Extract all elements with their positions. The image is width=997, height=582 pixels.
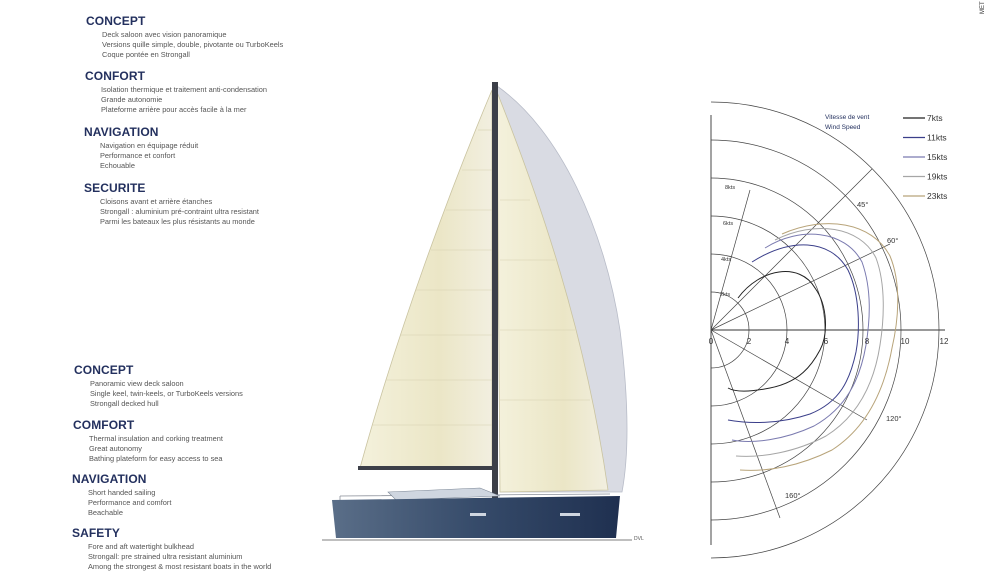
legend-label: 7kts xyxy=(927,113,943,123)
fr-securite-title: SECURITE xyxy=(84,181,146,195)
polar-radial-label: 2kts xyxy=(720,292,730,298)
polar-angle-label: 60° xyxy=(887,236,898,245)
legend-title-en: Wind Speed xyxy=(825,124,861,131)
polar-curves xyxy=(727,223,899,471)
polar-radial-label: 4kts xyxy=(721,257,731,263)
en-concept-section: CONCEPT Panoramic view deck saloon Singl… xyxy=(74,363,243,409)
polar-curve-7kts xyxy=(727,271,826,392)
fr-navigation-item: Performance et confort xyxy=(100,151,176,160)
en-navigation-section: NAVIGATION Short handed sailing Performa… xyxy=(72,472,171,518)
polar-legend: Vitesse de vent Wind Speed 7kts 11kts 15kt… xyxy=(825,113,947,201)
en-concept-item: Strongall decked hull xyxy=(90,399,159,408)
polar-grid-radials xyxy=(710,168,891,519)
en-concept-item: Panoramic view deck saloon xyxy=(90,379,184,388)
fr-concept-item: Coque pontée en Strongall xyxy=(102,50,190,59)
en-navigation-item: Short handed sailing xyxy=(88,488,156,497)
fr-navigation-item: Navigation en équipage réduit xyxy=(100,141,199,150)
fr-securite-item: Strongall : aluminium pré-contraint ultr… xyxy=(100,207,259,216)
fr-navigation-item: Echouable xyxy=(100,161,135,170)
en-safety-item: Strongall: pre strained ultra resistant … xyxy=(88,552,243,561)
fr-confort-item: Isolation thermique et traitement anti-c… xyxy=(101,85,267,94)
en-safety-title: SAFETY xyxy=(72,526,120,540)
fr-confort-title: CONFORT xyxy=(85,69,146,83)
polar-curve-23kts xyxy=(739,223,899,471)
en-comfort-item: Great autonomy xyxy=(89,444,142,453)
deckhouse xyxy=(387,487,501,501)
en-comfort-item: Bathing plateform for easy access to sea xyxy=(89,454,223,463)
en-safety-section: SAFETY Fore and aft watertight bulkhead … xyxy=(72,526,271,572)
en-comfort-section: COMFORT Thermal insulation and corking t… xyxy=(73,418,223,464)
fr-navigation-title: NAVIGATION xyxy=(84,125,159,139)
en-concept-title: CONCEPT xyxy=(74,363,134,377)
polar-tick-label: 6 xyxy=(824,337,829,346)
en-concept-item: Single keel, twin-keels, or TurboKeels v… xyxy=(90,389,243,398)
legend-label: 23kts xyxy=(927,191,947,201)
polar-tick-label: 4 xyxy=(785,337,790,346)
boom xyxy=(358,466,494,470)
sail-battens xyxy=(372,129,590,426)
en-navigation-item: Performance and comfort xyxy=(88,498,172,507)
en-comfort-item: Thermal insulation and corking treatment xyxy=(89,434,223,443)
legend-label: 15kts xyxy=(927,152,947,162)
fr-confort-item: Plateforme arrière pour accès facile à l… xyxy=(101,105,247,114)
fr-concept-item: Versions quille simple, double, pivotant… xyxy=(102,40,284,49)
fr-securite-item: Cloisons avant et arrière étanches xyxy=(100,197,213,206)
en-safety-item: Fore and aft watertight bulkhead xyxy=(88,542,194,551)
polar-angle-label: 160° xyxy=(785,491,801,500)
jib-sail xyxy=(496,91,609,493)
polar-angle-label: 45° xyxy=(857,200,868,209)
en-safety-item: Among the strongest & most resistant boa… xyxy=(88,562,272,571)
mainsail xyxy=(359,89,493,469)
polar-tick-label: 0 xyxy=(709,337,714,346)
polar-angle-label: 120° xyxy=(886,414,902,423)
polar-curve-11kts xyxy=(727,244,859,423)
legend-title-fr: Vitesse de vent xyxy=(825,114,870,121)
fr-concept-item: Deck saloon avec vision panoramique xyxy=(102,30,227,39)
polar-tick-label: 8 xyxy=(865,337,870,346)
hull xyxy=(332,496,620,538)
polar-radial-label: 8kts xyxy=(725,185,735,191)
fr-concept-section: CONCEPT Deck saloon avec vision panorami… xyxy=(86,14,283,60)
fr-navigation-section: NAVIGATION Navigation en équipage réduit… xyxy=(84,125,198,171)
polar-curve-19kts xyxy=(735,228,884,457)
fr-confort-section: CONFORT Isolation thermique et traitemen… xyxy=(85,69,267,115)
legend-label: 19kts xyxy=(927,172,947,182)
fr-securite-section: SECURITE Cloisons avant et arrière étanc… xyxy=(84,181,259,227)
fr-securite-item: Parmi les bateaux les plus résistants au… xyxy=(100,217,255,226)
polar-tick-label: 2 xyxy=(747,337,752,346)
drawing-mark: DVL xyxy=(634,536,644,542)
en-comfort-title: COMFORT xyxy=(73,418,135,432)
hull-window xyxy=(560,513,580,516)
polar-radial-label: 6kts xyxy=(723,221,733,227)
fr-confort-item: Grande autonomie xyxy=(101,95,163,104)
polar-tick-label: 10 xyxy=(901,337,910,346)
fr-concept-title: CONCEPT xyxy=(86,14,146,28)
polar-tick-label: 12 xyxy=(940,337,949,346)
hull-window xyxy=(470,513,486,516)
legend-label: 11kts xyxy=(927,133,947,143)
en-navigation-title: NAVIGATION xyxy=(72,472,147,486)
en-navigation-item: Beachable xyxy=(88,508,123,517)
mast xyxy=(492,82,498,500)
polar-curve-15kts xyxy=(731,233,870,442)
